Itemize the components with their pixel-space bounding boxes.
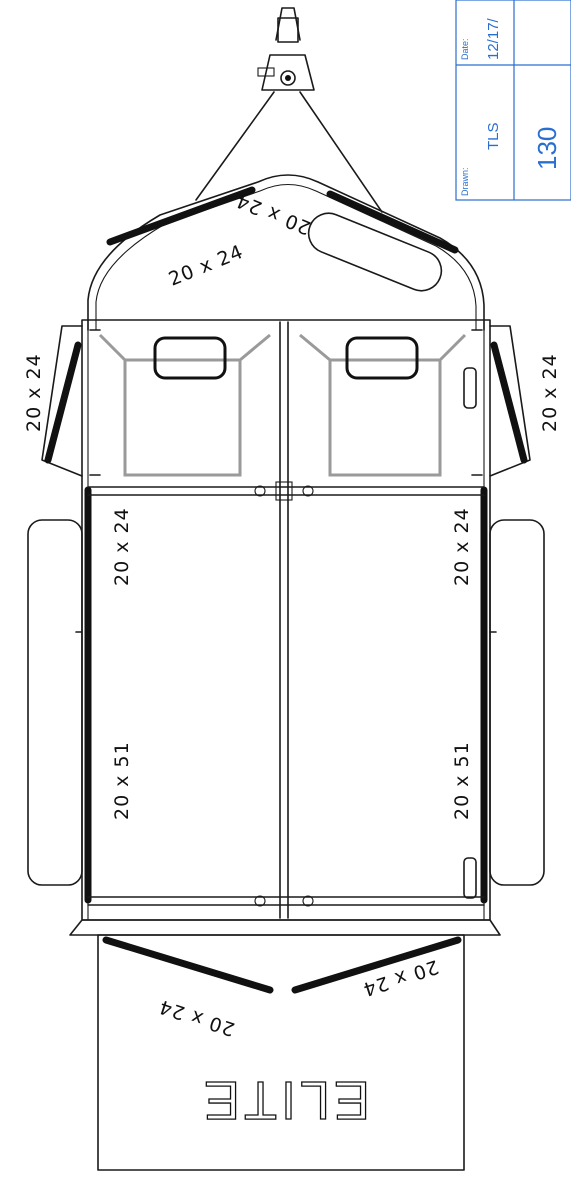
label-front-left: 20 x 24: [23, 353, 45, 432]
date-value: 12/17/: [485, 17, 502, 60]
drawing-number: 130: [532, 127, 562, 170]
label-nose-right: 20 x 24: [233, 189, 314, 239]
label-ramp-left: 20 x 24: [156, 995, 238, 1040]
drawn-value: TLS: [485, 122, 502, 150]
title-block: Drawn: TLS Date: 12/17/ 130: [455, 0, 571, 201]
mangers: [98, 333, 467, 477]
label-side-right-lower: 20 x 51: [451, 741, 473, 820]
label-ramp-right: 20 x 24: [360, 955, 442, 1000]
label-side-left-upper: 20 x 24: [111, 507, 133, 586]
label-side-right-upper: 20 x 24: [451, 507, 473, 586]
rear-ramp: [69, 919, 501, 1171]
ramp-brand-logo: ELITE: [200, 1070, 370, 1130]
trailer-nose: [87, 174, 485, 331]
label-side-left-lower: 20 x 51: [111, 741, 133, 820]
label-nose-left: 20 x 24: [166, 241, 247, 291]
drawn-header: Drawn:: [460, 167, 470, 196]
trailer-body: [27, 319, 545, 921]
trailer-hitch: [195, 7, 383, 213]
date-header: Date:: [460, 38, 470, 60]
wall-ticks: [75, 329, 497, 899]
label-front-right: 20 x 24: [539, 353, 561, 432]
